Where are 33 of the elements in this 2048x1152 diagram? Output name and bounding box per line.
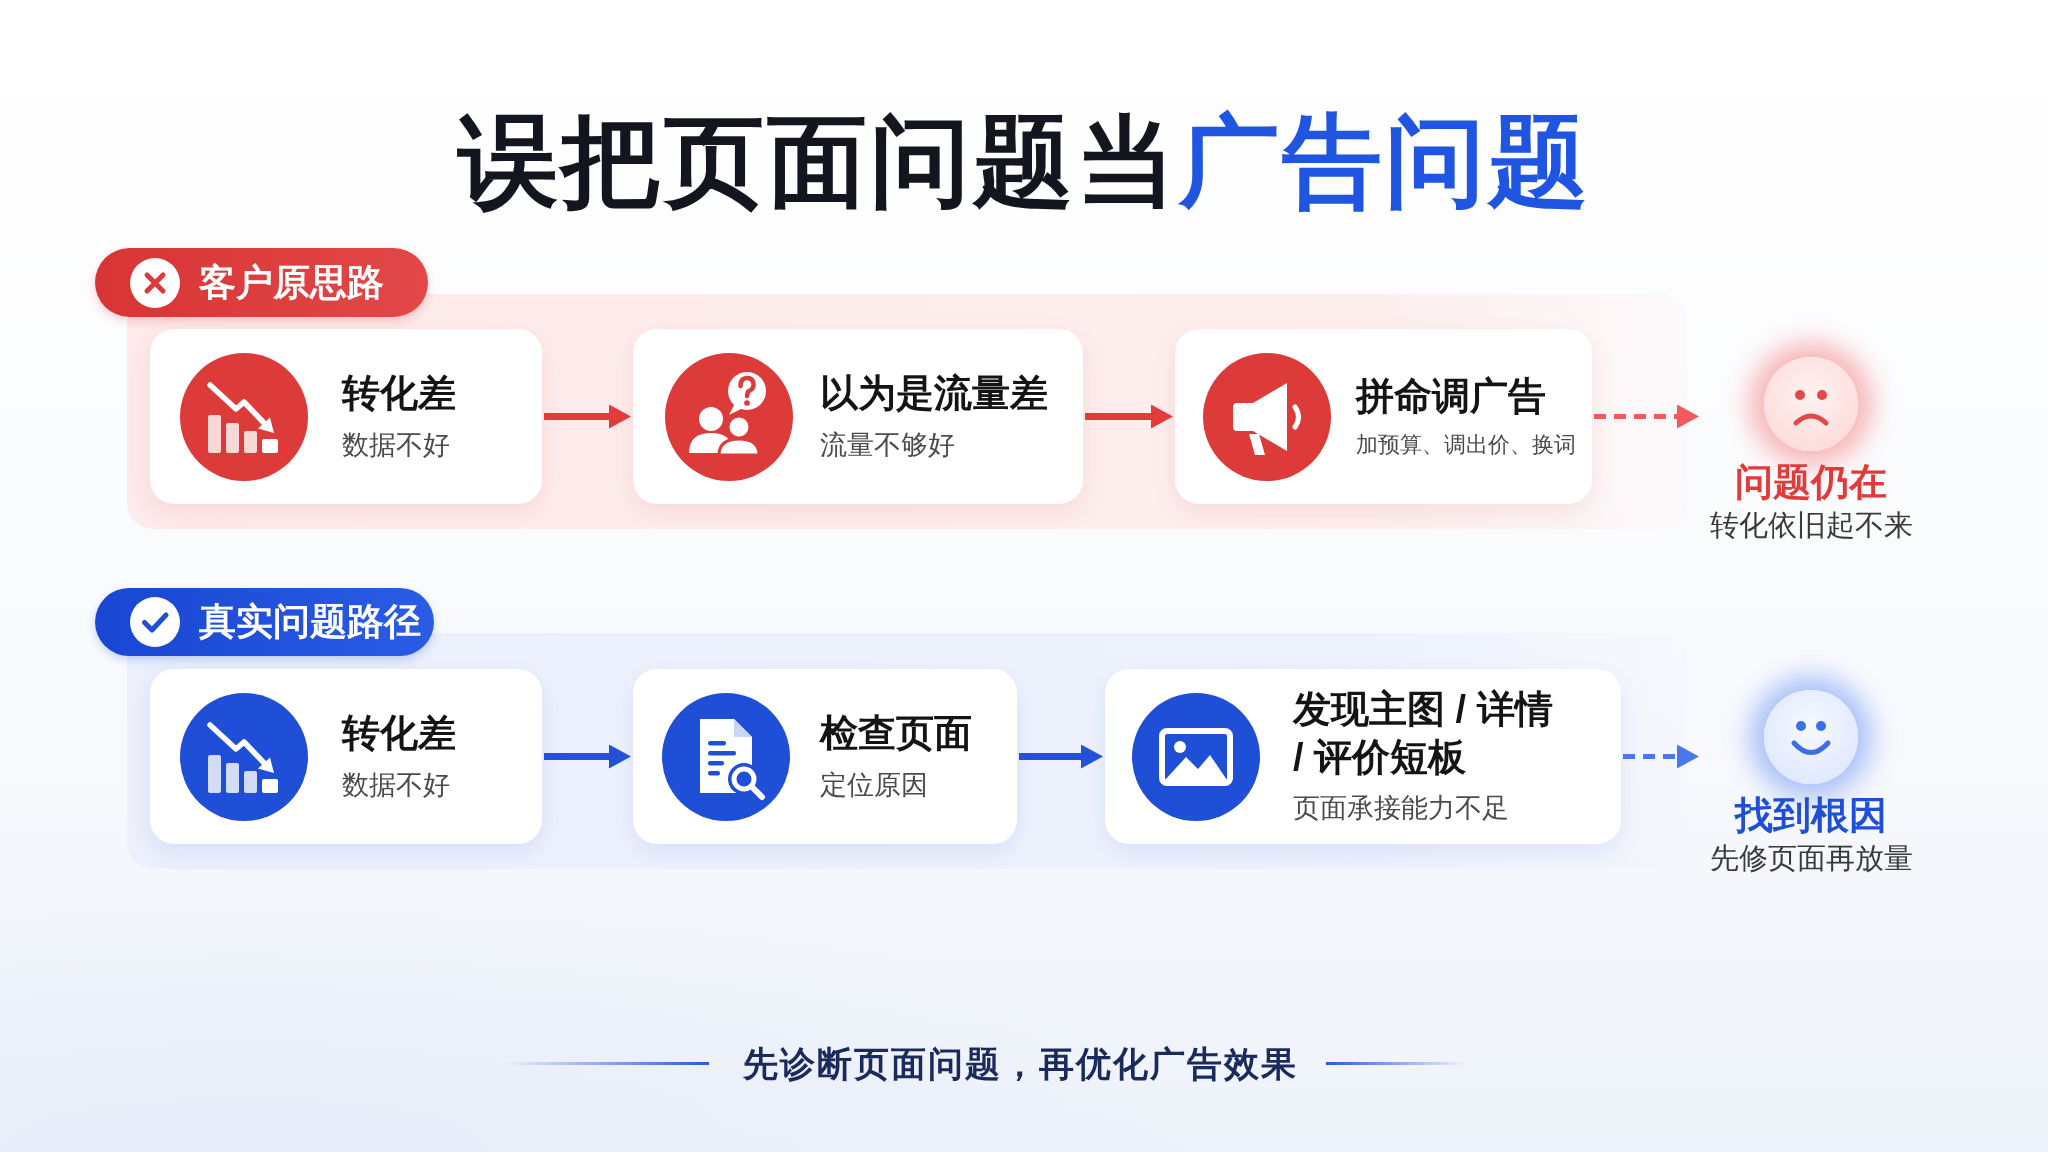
step-subtitle: 数据不好 (342, 428, 450, 462)
title: 误把页面问题当广告问题 (456, 104, 1592, 219)
panel-band (95, 248, 1687, 529)
arrow (544, 744, 631, 769)
outcome-title: 问题仍在 (1735, 460, 1887, 505)
step-card (150, 669, 542, 844)
step-title: 发现主图 / 详情 / 评价短板 (1293, 687, 1554, 780)
outcome-subtitle: 先修页面再放量 (1709, 840, 1913, 876)
step-card (633, 669, 1017, 844)
dashed-arrow (1594, 404, 1699, 429)
step-title: 以为是流量差 (820, 371, 1048, 417)
step-title: 转化差 (342, 371, 456, 417)
step-card (1105, 669, 1621, 844)
step-title: 转化差 (342, 711, 456, 757)
heading-text: 客户原思路 (199, 261, 384, 305)
step-subtitle: 页面承接能力不足 (1293, 792, 1509, 826)
arrow (544, 404, 631, 429)
step-subtitle: 定位原因 (820, 768, 928, 802)
step-card (633, 329, 1083, 504)
step-card (1175, 329, 1592, 504)
heading-text: 真实问题路径 (199, 600, 421, 644)
step-subtitle: 加预算、调出价、换词 (1356, 430, 1576, 459)
step-subtitle: 流量不够好 (820, 428, 955, 462)
step-card (150, 329, 542, 504)
arrow (1019, 744, 1103, 769)
arrow (1085, 404, 1173, 429)
outcome-title: 找到根因 (1735, 793, 1887, 838)
dashed-arrow (1623, 744, 1699, 769)
tagline: 先诊断页面问题，再优化广告效果 (742, 1042, 1298, 1085)
outcome-subtitle: 转化依旧起不来 (1709, 507, 1913, 543)
step-title: 检查页面 (820, 711, 972, 757)
step-title: 拼命调广告 (1356, 374, 1546, 420)
step-subtitle: 数据不好 (342, 768, 450, 802)
